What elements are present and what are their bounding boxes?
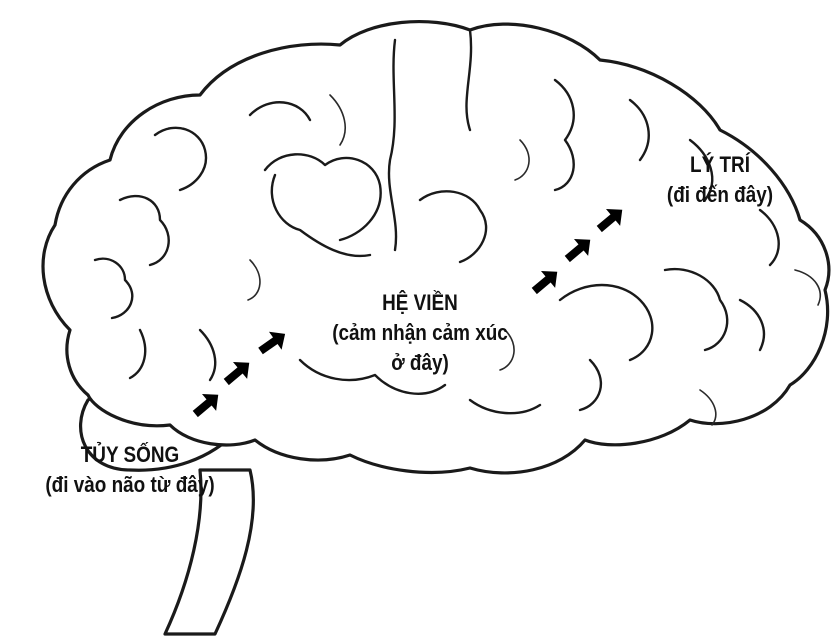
limbic-system-subtitle-line2: ở đây) xyxy=(308,348,532,378)
spinal-cord-title: TỦY SỐNG xyxy=(27,440,233,470)
spinal-cord-subtitle: (đi vào não từ đây) xyxy=(27,470,233,500)
limbic-system-label: HỆ VIỀN (cảm nhận cảm xúc ở đây) xyxy=(308,288,532,378)
limbic-system-title: HỆ VIỀN xyxy=(308,288,532,318)
reason-title: LÝ TRÍ xyxy=(643,150,798,180)
reason-label: LÝ TRÍ (đi đến đây) xyxy=(643,150,798,210)
cerebrum-outline xyxy=(43,22,829,473)
reason-subtitle: (đi đến đây) xyxy=(643,180,798,210)
spinal-cord-label: TỦY SỐNG (đi vào não từ đây) xyxy=(27,440,233,500)
limbic-system-subtitle-line1: (cảm nhận cảm xúc xyxy=(308,318,532,348)
